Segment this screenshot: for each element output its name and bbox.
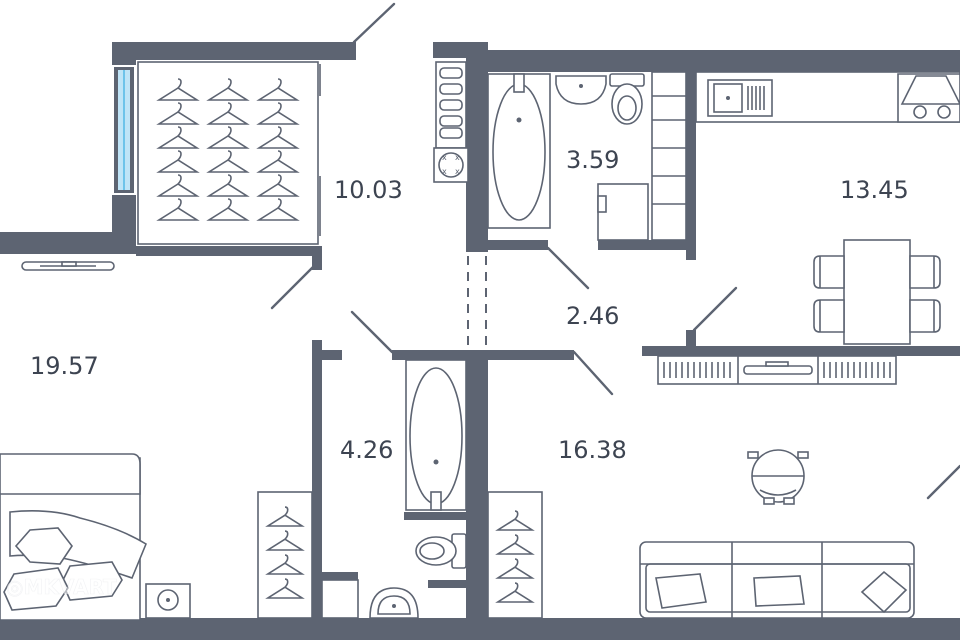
sink-icon	[555, 75, 607, 105]
area-label-closet: 10.03	[334, 176, 403, 204]
area-label-bathroom-1: 3.59	[566, 146, 619, 174]
hanger-icon	[265, 506, 305, 527]
chair-icon	[909, 255, 941, 289]
closet	[137, 61, 321, 245]
sink-icon	[369, 587, 419, 619]
bathtub-icon	[487, 73, 551, 229]
hanger-icon	[206, 198, 250, 221]
svg-text:x: x	[442, 167, 447, 176]
window	[112, 65, 136, 195]
kitchen-fixtures	[695, 71, 960, 345]
hanger-icon	[156, 78, 200, 101]
radiator-icon	[21, 261, 115, 271]
area-label-kitchen: 13.45	[840, 176, 909, 204]
hanger-icon	[495, 582, 535, 603]
hanger-icon	[256, 126, 300, 149]
bathroom-2-fixtures	[321, 359, 467, 619]
dining-table-icon	[843, 239, 911, 345]
area-label-hall: 2.46	[566, 302, 619, 330]
sofa-icon	[639, 541, 915, 619]
shelf-icon	[651, 71, 687, 241]
doors	[270, 2, 960, 500]
svg-text:x: x	[442, 153, 447, 162]
area-label-bedroom: 19.57	[30, 352, 99, 380]
area-label-living-room: 16.38	[558, 436, 627, 464]
hanger-icon	[256, 150, 300, 173]
bed-icon	[0, 453, 147, 621]
toilet-icon	[415, 533, 467, 569]
walls	[0, 42, 960, 640]
hanger-icon	[256, 198, 300, 221]
tv-icon	[657, 355, 897, 385]
hanger-icon	[495, 510, 535, 531]
hanger-icon	[206, 150, 250, 173]
wardrobe-bedroom	[257, 491, 313, 619]
chair-group	[813, 255, 941, 333]
wardrobe-living	[487, 491, 543, 619]
hanger-icon	[206, 102, 250, 125]
boiler-icon	[439, 67, 463, 139]
bathroom-1-fixtures: x x x x	[433, 61, 687, 241]
hanger-icon	[156, 102, 200, 125]
washing-machine-icon	[597, 183, 649, 241]
chair-icon	[813, 299, 845, 333]
nightstand-icon	[145, 583, 191, 619]
sink-icon	[707, 79, 773, 117]
area-label-bathroom-2: 4.26	[340, 436, 393, 464]
svg-text:x: x	[455, 153, 460, 162]
area-labels: 10.03 3.59 13.45 2.46 19.57 4.26 16.38	[30, 146, 909, 464]
svg-text:x: x	[455, 167, 460, 176]
stove-icon	[897, 73, 960, 123]
hanger-icon	[256, 174, 300, 197]
hanger-icon	[206, 78, 250, 101]
hanger-icon	[265, 578, 305, 599]
hanger-grid	[156, 78, 300, 221]
hanger-icon	[156, 174, 200, 197]
hanger-icon	[156, 150, 200, 173]
hanger-icon	[265, 530, 305, 551]
hanger-icon	[156, 126, 200, 149]
hanger-icon	[495, 534, 535, 555]
hanger-icon	[206, 174, 250, 197]
chair-icon	[813, 255, 845, 289]
hanger-icon	[265, 554, 305, 575]
shelf-icon	[663, 362, 891, 378]
hanger-icon	[256, 78, 300, 101]
floor-plan-watermark: ◎MKVART	[6, 575, 117, 599]
hanger-icon	[206, 126, 250, 149]
stove-icon: x x x x	[433, 147, 469, 183]
hanger-icon	[156, 198, 200, 221]
hanger-icon	[495, 558, 535, 579]
pouf-icon	[747, 449, 809, 505]
chair-icon	[909, 299, 941, 333]
toilet-icon	[609, 73, 645, 125]
hanger-icon	[256, 102, 300, 125]
bathtub-icon	[405, 359, 467, 511]
